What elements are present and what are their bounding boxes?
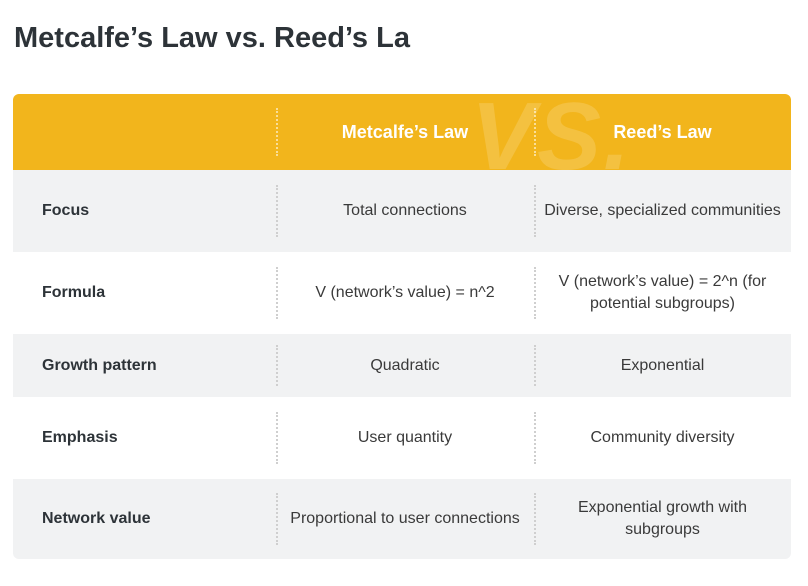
cell-text: Quadratic bbox=[370, 356, 440, 374]
row-label: Formula bbox=[42, 284, 106, 301]
table-row-growth-pattern: Growth pattern Quadratic Exponential bbox=[13, 334, 791, 397]
row-label: Network value bbox=[42, 510, 151, 527]
cell-text: V (network’s value) = 2^n (for potential… bbox=[558, 273, 767, 312]
header-reeds-law: Reed’s Law bbox=[534, 94, 791, 170]
header-metcalfes-law: Metcalfe’s Law bbox=[276, 94, 534, 170]
metcalfe-cell: Proportional to user connections bbox=[276, 479, 534, 559]
cell-text: Community diversity bbox=[590, 429, 735, 446]
cell-text: Total connections bbox=[343, 202, 467, 219]
row-label: Growth pattern bbox=[42, 356, 157, 374]
table-header: VS. Metcalfe’s Law Reed’s Law bbox=[13, 94, 791, 190]
page-title: Metcalfe’s Law vs. Reed’s La bbox=[14, 22, 410, 54]
metcalfe-cell: Total connections bbox=[276, 170, 534, 252]
header-cell-empty bbox=[13, 94, 276, 170]
row-label: Focus bbox=[42, 202, 90, 219]
cell-text: User quantity bbox=[357, 429, 453, 446]
reed-cell: Community diversity bbox=[534, 397, 791, 479]
table-row-emphasis: Emphasis User quantity Community diversi… bbox=[13, 397, 791, 479]
table-row-formula: Formula V (network’s value) = n^2 V (net… bbox=[13, 252, 791, 334]
cell-text: Diverse, specialized communities bbox=[544, 202, 781, 219]
cell-text: Exponential bbox=[620, 356, 705, 374]
metcalfe-cell: Quadratic bbox=[276, 334, 534, 397]
row-label: Emphasis bbox=[42, 429, 118, 446]
reed-cell: Diverse, specialized communities bbox=[534, 170, 791, 252]
table-row-network-value: Network value Proportional to user conne… bbox=[13, 479, 791, 559]
metcalfe-cell: V (network’s value) = n^2 bbox=[276, 252, 534, 334]
cell-text: Exponential growth with subgroups bbox=[578, 499, 747, 538]
reed-cell: V (network’s value) = 2^n (for potential… bbox=[534, 252, 791, 334]
reed-cell: Exponential bbox=[534, 334, 791, 397]
reed-cell: Exponential growth with subgroups bbox=[534, 479, 791, 559]
comparison-table: VS. Metcalfe’s Law Reed’s Law Focus Tota… bbox=[13, 94, 791, 559]
cell-text: V (network’s value) = n^2 bbox=[315, 284, 495, 301]
cell-text: Proportional to user connections bbox=[290, 510, 520, 527]
metcalfe-cell: User quantity bbox=[276, 397, 534, 479]
table-row-focus: Focus Total connections Diverse, special… bbox=[13, 170, 791, 252]
